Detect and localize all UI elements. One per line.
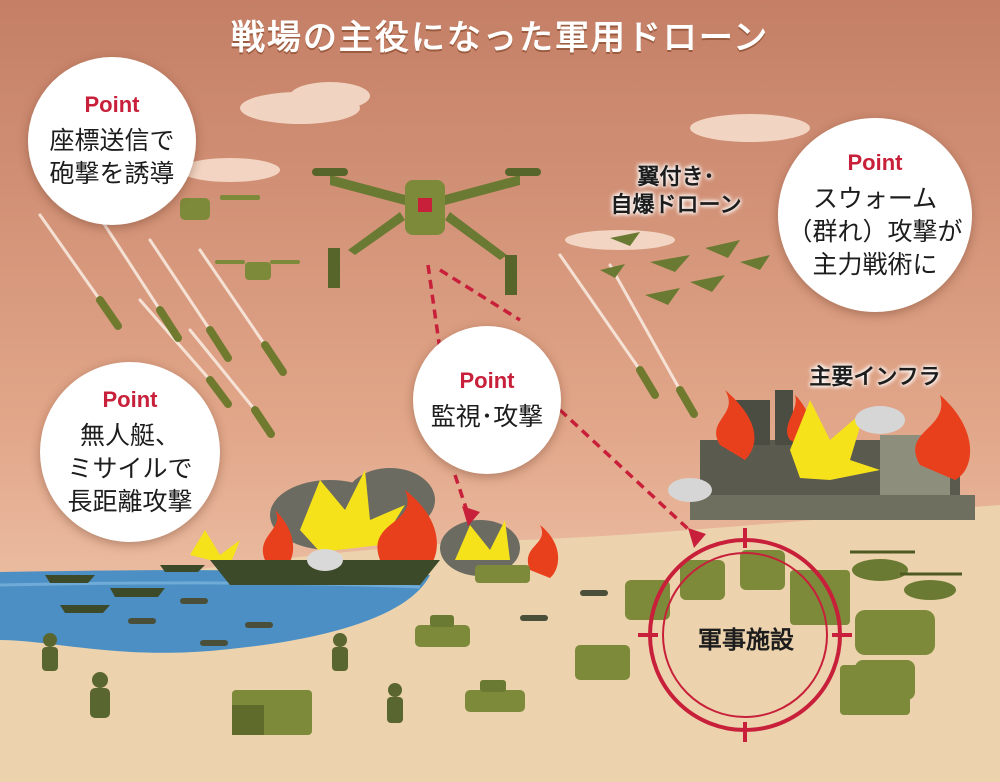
- point-label: Point: [847, 149, 903, 175]
- winged-drone-label: 翼付き･ 自爆ドローン: [610, 165, 742, 218]
- point-bubble-surveillance: Point 監視･攻撃: [413, 326, 561, 474]
- arrow-heads: [462, 506, 706, 548]
- winged-drones: [600, 232, 770, 305]
- point-label: Point: [84, 92, 140, 117]
- infrastructure-label: 主要インフラ: [809, 365, 941, 390]
- warship-explosion: [190, 468, 440, 585]
- point-bubble-artillery: Point 座標送信で 砲撃を誘導: [28, 57, 196, 225]
- page-title: 戦場の主役になった軍用ドローン: [230, 18, 770, 58]
- unmanned-boats: [45, 565, 205, 613]
- point-text: スウォーム （群れ）攻撃が 主力戦術に: [787, 183, 963, 279]
- point-text: 座標送信で 砲撃を誘導: [49, 126, 175, 188]
- helicopters: [850, 550, 962, 600]
- point-bubble-swarm: Point スウォーム （群れ）攻撃が 主力戦術に: [778, 118, 972, 312]
- point-text: 監視･攻撃: [430, 401, 544, 431]
- warship: [210, 560, 440, 585]
- military-facility-label: 軍事施設: [698, 626, 794, 654]
- tank-explosion: [440, 520, 559, 583]
- point-label: Point: [459, 367, 515, 393]
- point-bubble-long-range: Point 無人艇、 ミサイルで 長距離攻撃: [40, 362, 220, 542]
- main-quadcopter-drone: [312, 168, 541, 295]
- target-reticle: [638, 528, 852, 742]
- soldiers: [42, 633, 403, 723]
- missile-barrage: [38, 208, 698, 438]
- attack-paths: [426, 264, 702, 542]
- point-label: Point: [102, 386, 158, 412]
- ground-drones: [128, 590, 608, 646]
- ground-vehicles: [232, 615, 630, 735]
- point-text: 無人艇、 ミサイルで 長距離攻撃: [67, 420, 193, 516]
- sea: [0, 570, 430, 653]
- infrastructure-complex: [668, 390, 975, 520]
